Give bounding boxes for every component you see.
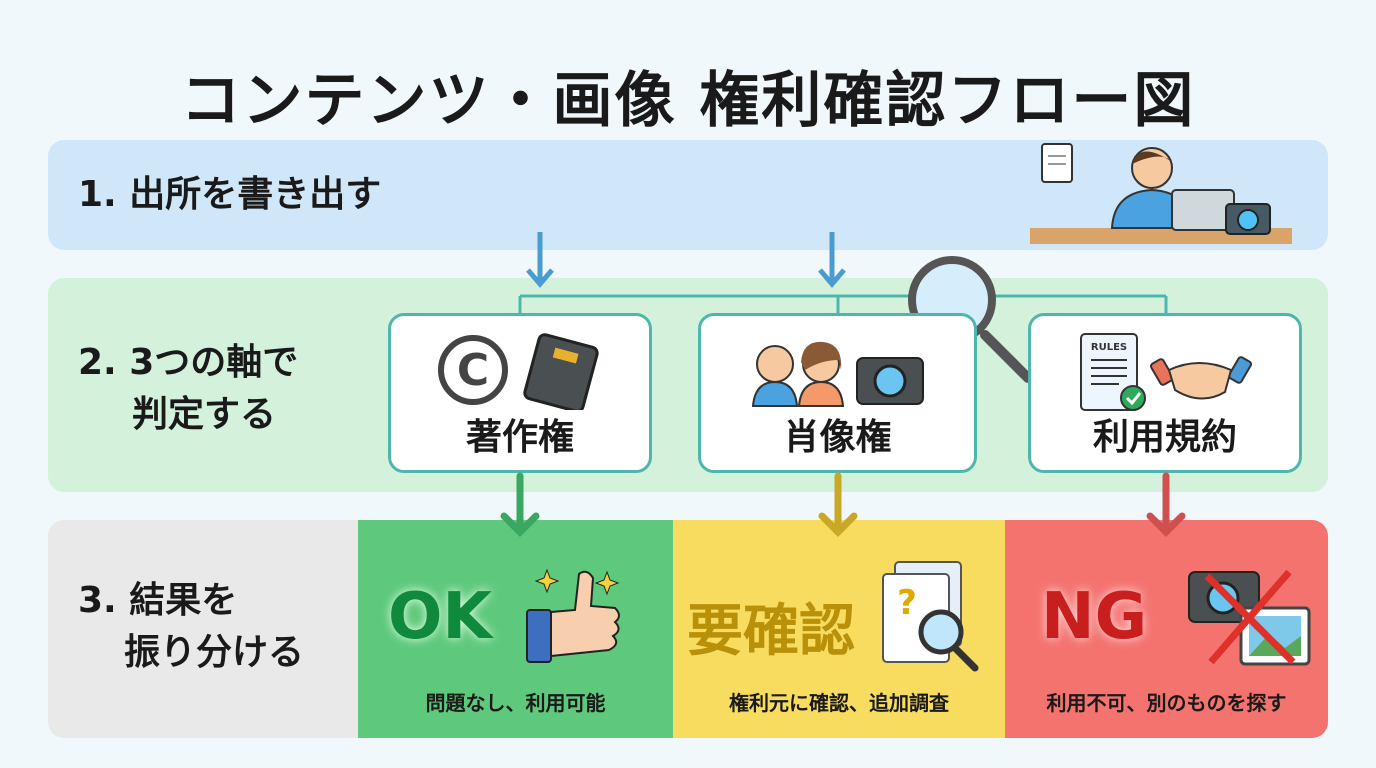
person-at-desk-icon [1030,143,1292,244]
people-camera-icon [751,341,924,407]
document-search-icon: ? [882,561,979,672]
axis-card-copyright: C 著作権 [388,313,652,473]
result-ok: OK 問題なし、利用可能 [358,520,673,738]
step-1-label: 1. 出所を書き出す [78,174,382,215]
axis-card-portrait: 肖像権 [698,313,977,473]
copyright-book-icon: C [438,333,599,410]
svg-text:?: ? [897,583,917,623]
rules-text: RULES [1091,342,1127,353]
result-ng: NG 利用不可、別のものを探す [1005,520,1328,738]
result-label: NG [1041,580,1148,654]
axis-label: 著作権 [465,417,574,458]
result-caption: 権利元に確認、追加調査 [729,691,949,715]
result-caption: 利用不可、別のものを探す [1046,691,1287,715]
axis-card-terms: RULES 利用規約 [1028,313,1302,473]
result-label: 要確認 [687,599,855,664]
step-3-label-line1: 3. 結果を [78,580,238,621]
svg-text:C: C [457,345,489,396]
thumbs-up-icon [526,568,620,663]
step-3-label-line2: 振り分ける [124,632,305,673]
step-3-row: 3. 結果を 振り分ける OK 問題なし、利用可能 要確認 ? 権利元に確認、追… [48,520,1328,738]
down-arrow-icon [526,232,846,288]
no-image-icon [1188,569,1311,666]
axis-label: 肖像権 [783,417,892,458]
axis-label: 利用規約 [1092,417,1237,458]
step-2-label-line2: 判定する [132,394,277,435]
step-1-row: 1. 出所を書き出す [48,140,1328,250]
result-caption: 問題なし、利用可能 [425,691,606,715]
result-needs-check: 要確認 ? 権利元に確認、追加調査 [673,520,1005,738]
rules-handshake-icon: RULES [1080,333,1252,411]
step-2-label-line1: 2. 3つの軸で [78,342,299,383]
page-title: コンテンツ・画像 権利確認フロー図 [180,66,1196,136]
result-label: OK [388,580,492,654]
